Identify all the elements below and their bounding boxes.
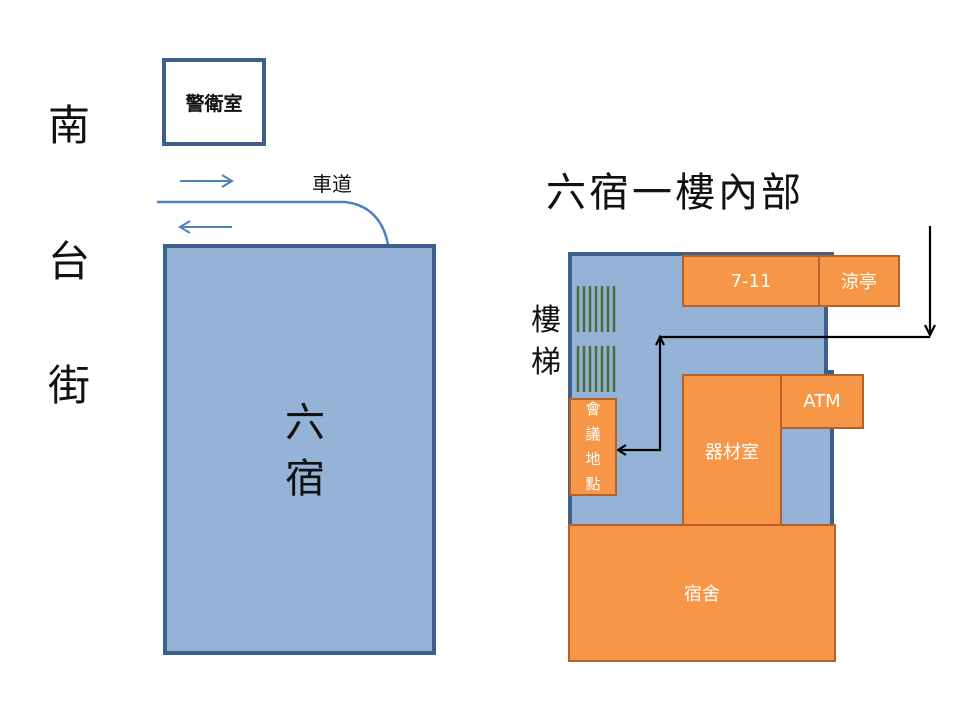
meeting-char-1: 會: [585, 400, 601, 418]
room-atm-label: ATM: [803, 391, 841, 412]
building-name-char-2: 宿: [285, 456, 325, 502]
meeting-char-4: 點: [585, 475, 601, 493]
stairs-char-2: 梯: [531, 345, 561, 380]
guard-room-label: 警衛室: [185, 92, 243, 115]
driveway-left-arrow-icon: [178, 220, 232, 234]
dorm-building-name: 六 宿: [280, 395, 330, 507]
room-dorm-label: 宿舍: [684, 584, 720, 605]
room-equipment-label: 器材室: [705, 442, 759, 463]
route-arrow-icon: [615, 226, 936, 456]
guard-room: 警衛室: [162, 58, 266, 146]
street-name-char-1: 南: [48, 101, 91, 150]
building-name-char-1: 六: [285, 400, 325, 446]
dorm-building-outline: [163, 244, 436, 655]
meeting-char-3: 地: [585, 450, 601, 468]
meeting-char-2: 議: [585, 425, 601, 443]
room-7-11-label: 7-11: [730, 270, 772, 292]
driveway-right-arrow-icon: [180, 174, 234, 188]
room-dorm: 宿舍: [568, 524, 836, 662]
room-equipment: 器材室: [682, 374, 782, 528]
room-pavilion: 涼亭: [818, 255, 900, 307]
driveway-label: 車道: [312, 172, 352, 196]
room-meeting-point: 會 議 地 點: [569, 398, 617, 496]
street-name-char-2: 台: [48, 237, 91, 286]
room-atm: ATM: [780, 374, 864, 429]
interior-title: 六宿一樓內部: [546, 170, 804, 216]
room-7-11: 7-11: [682, 255, 820, 307]
stairs-label: 樓 梯: [528, 300, 564, 384]
stairs-icon: [576, 286, 616, 392]
room-pavilion-label: 涼亭: [841, 272, 877, 293]
driveway-curve: [157, 200, 390, 245]
stairs-char-1: 樓: [531, 303, 561, 338]
street-name-char-3: 街: [48, 361, 91, 410]
